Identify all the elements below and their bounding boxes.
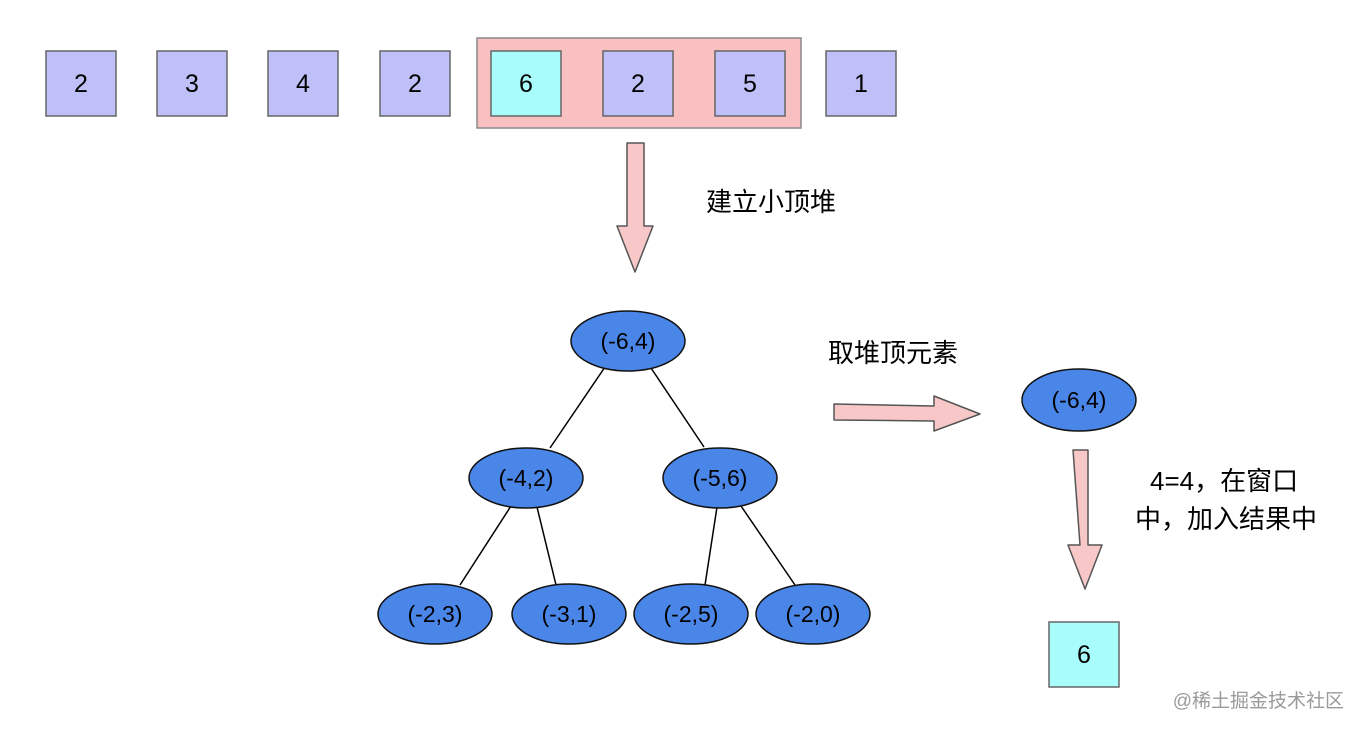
heap-edges xyxy=(459,366,796,586)
array-cell-highlighted: 6 xyxy=(490,50,562,117)
array-cell: 1 xyxy=(825,50,897,117)
heap-node-left: (-4,2) xyxy=(468,447,584,509)
heap-node-label: (-3,1) xyxy=(542,601,597,627)
result-cell: 6 xyxy=(1048,621,1120,688)
array-cell-value: 2 xyxy=(631,70,645,98)
heap-node-label: (-2,5) xyxy=(664,601,719,627)
take-top-arrow xyxy=(833,395,981,432)
watermark: @稀土掘金技术社区 xyxy=(1173,690,1344,712)
heap-node-right-right: (-2,0) xyxy=(755,583,871,645)
array-cell: 2 xyxy=(379,50,451,117)
heap-node-right-left: (-2,5) xyxy=(633,583,749,645)
popped-node-label: (-6,4) xyxy=(1052,387,1107,413)
array-cell: 2 xyxy=(45,50,117,117)
array-cell-value: 4 xyxy=(296,70,310,98)
heap-node-label: (-2,0) xyxy=(786,601,841,627)
array-cell-value: 1 xyxy=(854,70,868,98)
take-top-label: 取堆顶元素 xyxy=(828,338,958,368)
result-value: 6 xyxy=(1077,641,1091,669)
array-cell-value: 5 xyxy=(743,70,757,98)
heap-node-left-right: (-3,1) xyxy=(511,583,627,645)
heap-node-root: (-6,4) xyxy=(570,310,686,372)
build-heap-arrow xyxy=(616,142,654,273)
popped-node: (-6,4) xyxy=(1021,368,1137,432)
build-heap-label: 建立小顶堆 xyxy=(706,187,836,217)
array-cell: 5 xyxy=(714,50,786,117)
array-cell-value: 2 xyxy=(74,70,88,98)
heap-node-label: (-4,2) xyxy=(499,465,554,491)
check-label-line1: 4=4，在窗口 xyxy=(1150,466,1298,496)
array-cell-value: 2 xyxy=(408,70,422,98)
heap-node-label: (-6,4) xyxy=(601,328,656,354)
heap-node-label: (-2,3) xyxy=(408,601,463,627)
heap-node-label: (-5,6) xyxy=(693,465,748,491)
array-cell: 2 xyxy=(602,50,674,117)
array-cell: 4 xyxy=(267,50,339,117)
check-label-line2: 中，加入结果中 xyxy=(1135,504,1317,534)
array-cell: 3 xyxy=(156,50,228,117)
heap-node-left-left: (-2,3) xyxy=(377,583,493,645)
add-result-arrow xyxy=(1067,449,1103,590)
heap-node-right: (-5,6) xyxy=(662,447,778,509)
array-cell-value: 6 xyxy=(519,70,533,98)
array-cell-value: 3 xyxy=(185,70,199,98)
